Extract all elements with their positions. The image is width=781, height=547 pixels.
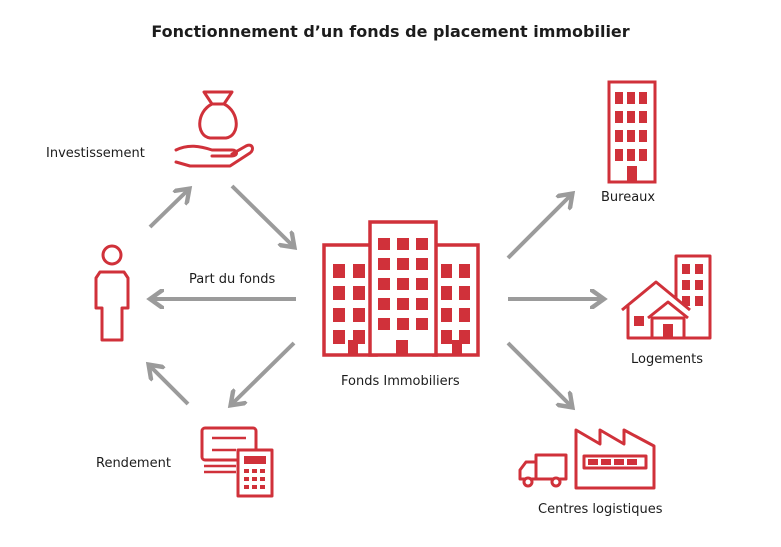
label-fonds-immobiliers: Fonds Immobiliers xyxy=(341,374,460,389)
door xyxy=(396,340,408,355)
label-centres-logistiques: Centres logistiques xyxy=(538,502,663,517)
window xyxy=(627,92,635,104)
label-logements: Logements xyxy=(631,352,703,367)
window xyxy=(682,296,690,306)
arrow-rendement-to-investor xyxy=(150,366,190,406)
window xyxy=(441,330,452,344)
window xyxy=(682,264,690,274)
window xyxy=(353,264,365,278)
window xyxy=(459,264,470,278)
window xyxy=(615,130,623,142)
window xyxy=(627,149,635,161)
window xyxy=(441,286,452,300)
window xyxy=(639,130,647,142)
window xyxy=(695,264,703,274)
window xyxy=(459,286,470,300)
person-icon xyxy=(94,244,130,342)
window xyxy=(695,296,703,306)
window xyxy=(378,318,390,330)
houses-icon xyxy=(621,254,712,340)
door xyxy=(348,340,358,355)
window xyxy=(333,308,345,322)
arrow-fonds-to-rendement xyxy=(232,341,296,404)
window xyxy=(639,149,647,161)
window xyxy=(615,149,623,161)
window xyxy=(682,280,690,290)
factory-truck-icon xyxy=(518,428,656,490)
window xyxy=(397,298,409,310)
arrow-fonds-to-bureaux xyxy=(506,195,571,260)
arrow-investissement-to-fonds xyxy=(230,184,293,246)
window xyxy=(353,308,365,322)
door xyxy=(627,166,637,182)
window xyxy=(333,264,345,278)
label-investissement: Investissement xyxy=(46,146,145,161)
window xyxy=(378,278,390,290)
window xyxy=(695,280,703,290)
window xyxy=(615,92,623,104)
arrow-investor-to-investissement xyxy=(148,190,188,229)
buildings-icon xyxy=(322,220,480,357)
window xyxy=(397,318,409,330)
label-part-du-fonds: Part du fonds xyxy=(189,272,276,287)
window xyxy=(416,318,428,330)
window xyxy=(416,238,428,250)
window xyxy=(627,111,635,123)
window xyxy=(333,330,345,344)
window xyxy=(416,258,428,270)
door xyxy=(452,340,462,355)
diagram-title: Fonctionnement d’un fonds de placement i… xyxy=(151,22,630,41)
window xyxy=(416,298,428,310)
window xyxy=(378,238,390,250)
window xyxy=(441,264,452,278)
window xyxy=(639,111,647,123)
window xyxy=(397,278,409,290)
label-rendement: Rendement xyxy=(96,456,171,471)
window xyxy=(378,298,390,310)
window xyxy=(615,111,623,123)
window xyxy=(378,258,390,270)
window xyxy=(459,330,470,344)
window xyxy=(397,238,409,250)
window xyxy=(639,92,647,104)
window xyxy=(459,308,470,322)
window xyxy=(333,286,345,300)
window xyxy=(441,308,452,322)
label-bureaux: Bureaux xyxy=(601,190,656,205)
money-bag-hand-icon xyxy=(174,90,255,168)
window xyxy=(627,130,635,142)
window xyxy=(397,258,409,270)
cash-calculator-icon xyxy=(200,426,274,498)
window xyxy=(416,278,428,290)
office-building-icon xyxy=(607,80,657,184)
arrow-fonds-to-centres xyxy=(506,341,571,406)
window xyxy=(353,286,365,300)
